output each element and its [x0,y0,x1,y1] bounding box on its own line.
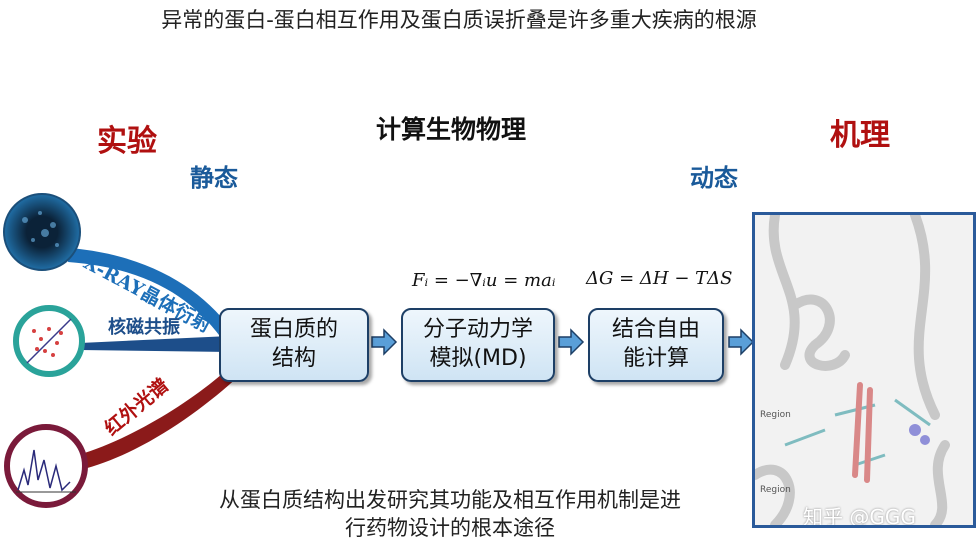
arrow-3 [728,328,755,356]
arrow-2 [558,328,585,356]
molecule-image: Region Region 知乎 @GGG [752,212,976,528]
dynamic-label: 动态 [690,164,738,192]
ir-image [4,424,88,508]
page-title: 异常的蛋白-蛋白相互作用及蛋白质误折叠是许多重大疾病的根源 [161,8,757,32]
static-label: 静态 [190,164,238,192]
conclusion-text: 从蛋白质结构出发研究其功能及相互作用机制是进 行药物设计的根本途径 [219,488,681,541]
ir-spectrum-icon [16,449,76,493]
md-box: 分子动力学 模拟(MD) [401,308,555,382]
newton-formula: Fᵢ = −∇ᵢu = maᵢ [412,270,556,291]
nmr-ribbon [80,336,230,352]
xray-pattern-icon [22,211,59,247]
energy-box: 结合自由 能计算 [588,308,724,382]
gibbs-formula: ΔG = ΔH − TΔS [586,268,733,289]
nmr-image [13,305,85,377]
xray-image [3,193,81,271]
nmr-label: 核磁共振 [108,317,180,338]
arrow-1 [371,328,398,356]
xray-ribbon [68,248,235,343]
compute-header: 计算生物物理 [376,115,527,144]
watermark: 知乎 @GGG [803,505,916,528]
protein-structure-icon [755,215,950,525]
mechanism-header: 机理 [830,118,890,153]
region-label-1: Region [760,410,791,420]
region-label-2: Region [760,485,791,495]
structure-box: 蛋白质的 结构 [219,308,369,382]
ir-ribbon [78,365,240,470]
experiment-header: 实验 [97,124,157,159]
nmr-spectrum-icon [26,318,72,364]
